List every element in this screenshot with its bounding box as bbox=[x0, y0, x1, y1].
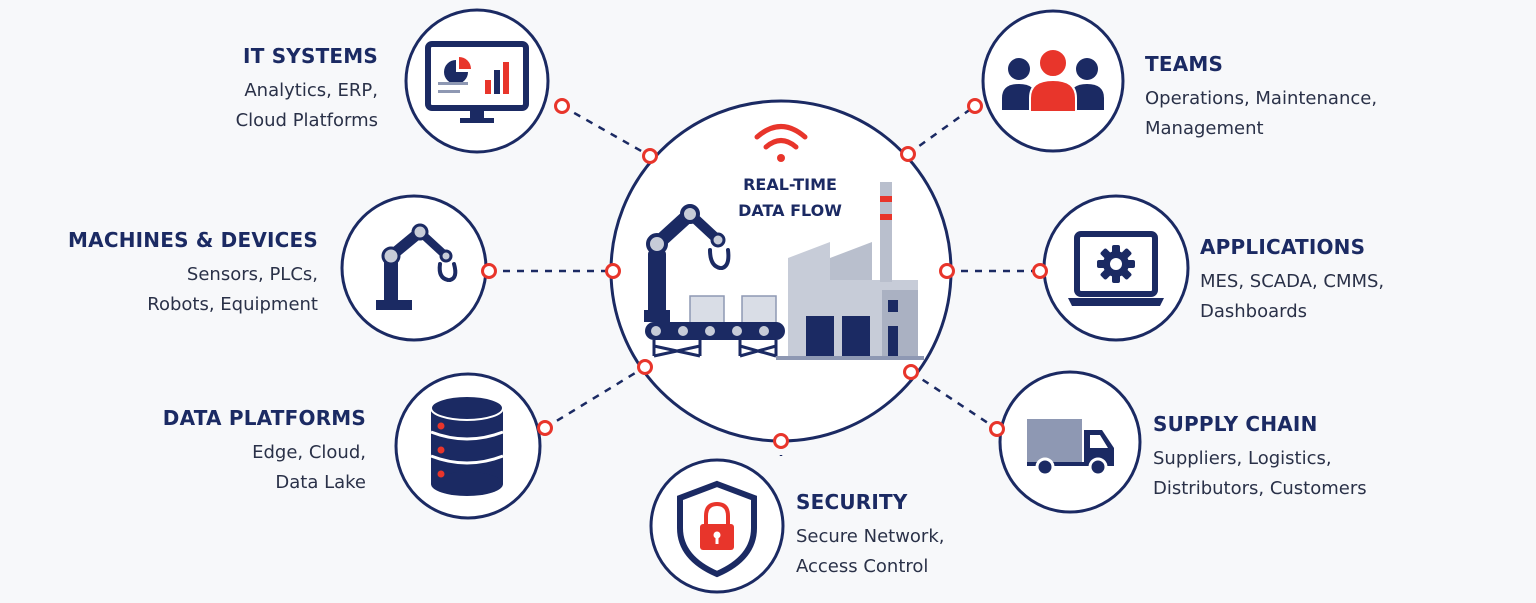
dot-machines-outer bbox=[481, 263, 497, 279]
dot-security-inner bbox=[773, 433, 789, 449]
laptop-gear-icon bbox=[1068, 231, 1164, 306]
supply-chain-title: SUPPLY CHAIN bbox=[1153, 412, 1318, 436]
machines-label: MACHINES & DEVICES Sensors, PLCs, Robots… bbox=[68, 228, 318, 320]
connector-dots bbox=[481, 98, 1048, 449]
dot-apps-inner bbox=[939, 263, 955, 279]
applications-line2: Dashboards bbox=[1200, 301, 1308, 322]
teams-title: TEAMS bbox=[1145, 52, 1224, 76]
data-platforms-label: DATA PLATFORMS Edge, Cloud, Data Lake bbox=[163, 406, 366, 498]
robot-arm-icon bbox=[376, 223, 458, 310]
security-line2: Access Control bbox=[796, 556, 929, 577]
dot-teams-outer bbox=[967, 98, 983, 114]
dot-data-inner bbox=[637, 359, 653, 375]
monitor-chart-icon bbox=[425, 41, 529, 123]
dot-apps-outer bbox=[1032, 263, 1048, 279]
connector-it-systems bbox=[561, 104, 651, 158]
security-title: SECURITY bbox=[796, 490, 908, 514]
conveyor-icon bbox=[645, 295, 785, 358]
dot-it-inner bbox=[642, 148, 658, 164]
dot-it-outer bbox=[554, 98, 570, 114]
teams-line1: Operations, Maintenance, bbox=[1145, 88, 1378, 109]
factory-icon bbox=[776, 182, 924, 360]
database-icon bbox=[430, 395, 504, 496]
supply-chain-line2: Distributors, Customers bbox=[1153, 478, 1367, 499]
supply-chain-label: SUPPLY CHAIN Suppliers, Logistics, Distr… bbox=[1153, 412, 1367, 504]
it-systems-line2: Cloud Platforms bbox=[235, 110, 378, 131]
dot-supply-outer bbox=[989, 421, 1005, 437]
teams-line2: Management bbox=[1145, 118, 1264, 139]
dot-supply-inner bbox=[903, 364, 919, 380]
center-hub-line2: DATA FLOW bbox=[738, 201, 842, 220]
teams-label: TEAMS Operations, Maintenance, Managemen… bbox=[1145, 52, 1377, 144]
machines-circle bbox=[340, 194, 488, 342]
machines-title: MACHINES & DEVICES bbox=[68, 228, 318, 252]
connector-data-platforms bbox=[544, 365, 646, 430]
supply-chain-line1: Suppliers, Logistics, bbox=[1153, 448, 1332, 469]
security-line1: Secure Network, bbox=[796, 526, 945, 547]
shield-lock-icon bbox=[677, 480, 757, 578]
it-systems-title: IT SYSTEMS bbox=[243, 44, 378, 68]
security-label: SECURITY Secure Network, Access Control bbox=[796, 490, 944, 582]
center-hub-label: REAL-TIME DATA FLOW bbox=[700, 172, 880, 224]
people-icon bbox=[1002, 48, 1104, 113]
connector-supply-chain bbox=[910, 370, 998, 431]
dot-machines-inner bbox=[605, 263, 621, 279]
robot-arm-icon bbox=[644, 204, 731, 322]
truck-icon bbox=[1027, 419, 1114, 477]
connectors bbox=[489, 104, 1040, 456]
dot-teams-inner bbox=[900, 146, 916, 162]
data-platforms-title: DATA PLATFORMS bbox=[162, 406, 366, 430]
it-systems-line1: Analytics, ERP, bbox=[244, 80, 378, 101]
connector-teams bbox=[907, 104, 976, 156]
center-hub-line1: REAL-TIME bbox=[743, 175, 837, 194]
applications-label: APPLICATIONS MES, SCADA, CMMS, Dashboard… bbox=[1200, 235, 1384, 327]
data-platforms-line1: Edge, Cloud, bbox=[252, 442, 366, 463]
applications-line1: MES, SCADA, CMMS, bbox=[1200, 271, 1385, 292]
it-systems-label: IT SYSTEMS Analytics, ERP, Cloud Platfor… bbox=[236, 44, 378, 136]
machines-line1: Sensors, PLCs, bbox=[186, 264, 318, 285]
data-platforms-line2: Data Lake bbox=[275, 472, 366, 493]
machines-line2: Robots, Equipment bbox=[147, 294, 318, 315]
dot-data-outer bbox=[537, 420, 553, 436]
applications-title: APPLICATIONS bbox=[1200, 235, 1366, 259]
wifi-icon bbox=[754, 124, 808, 162]
